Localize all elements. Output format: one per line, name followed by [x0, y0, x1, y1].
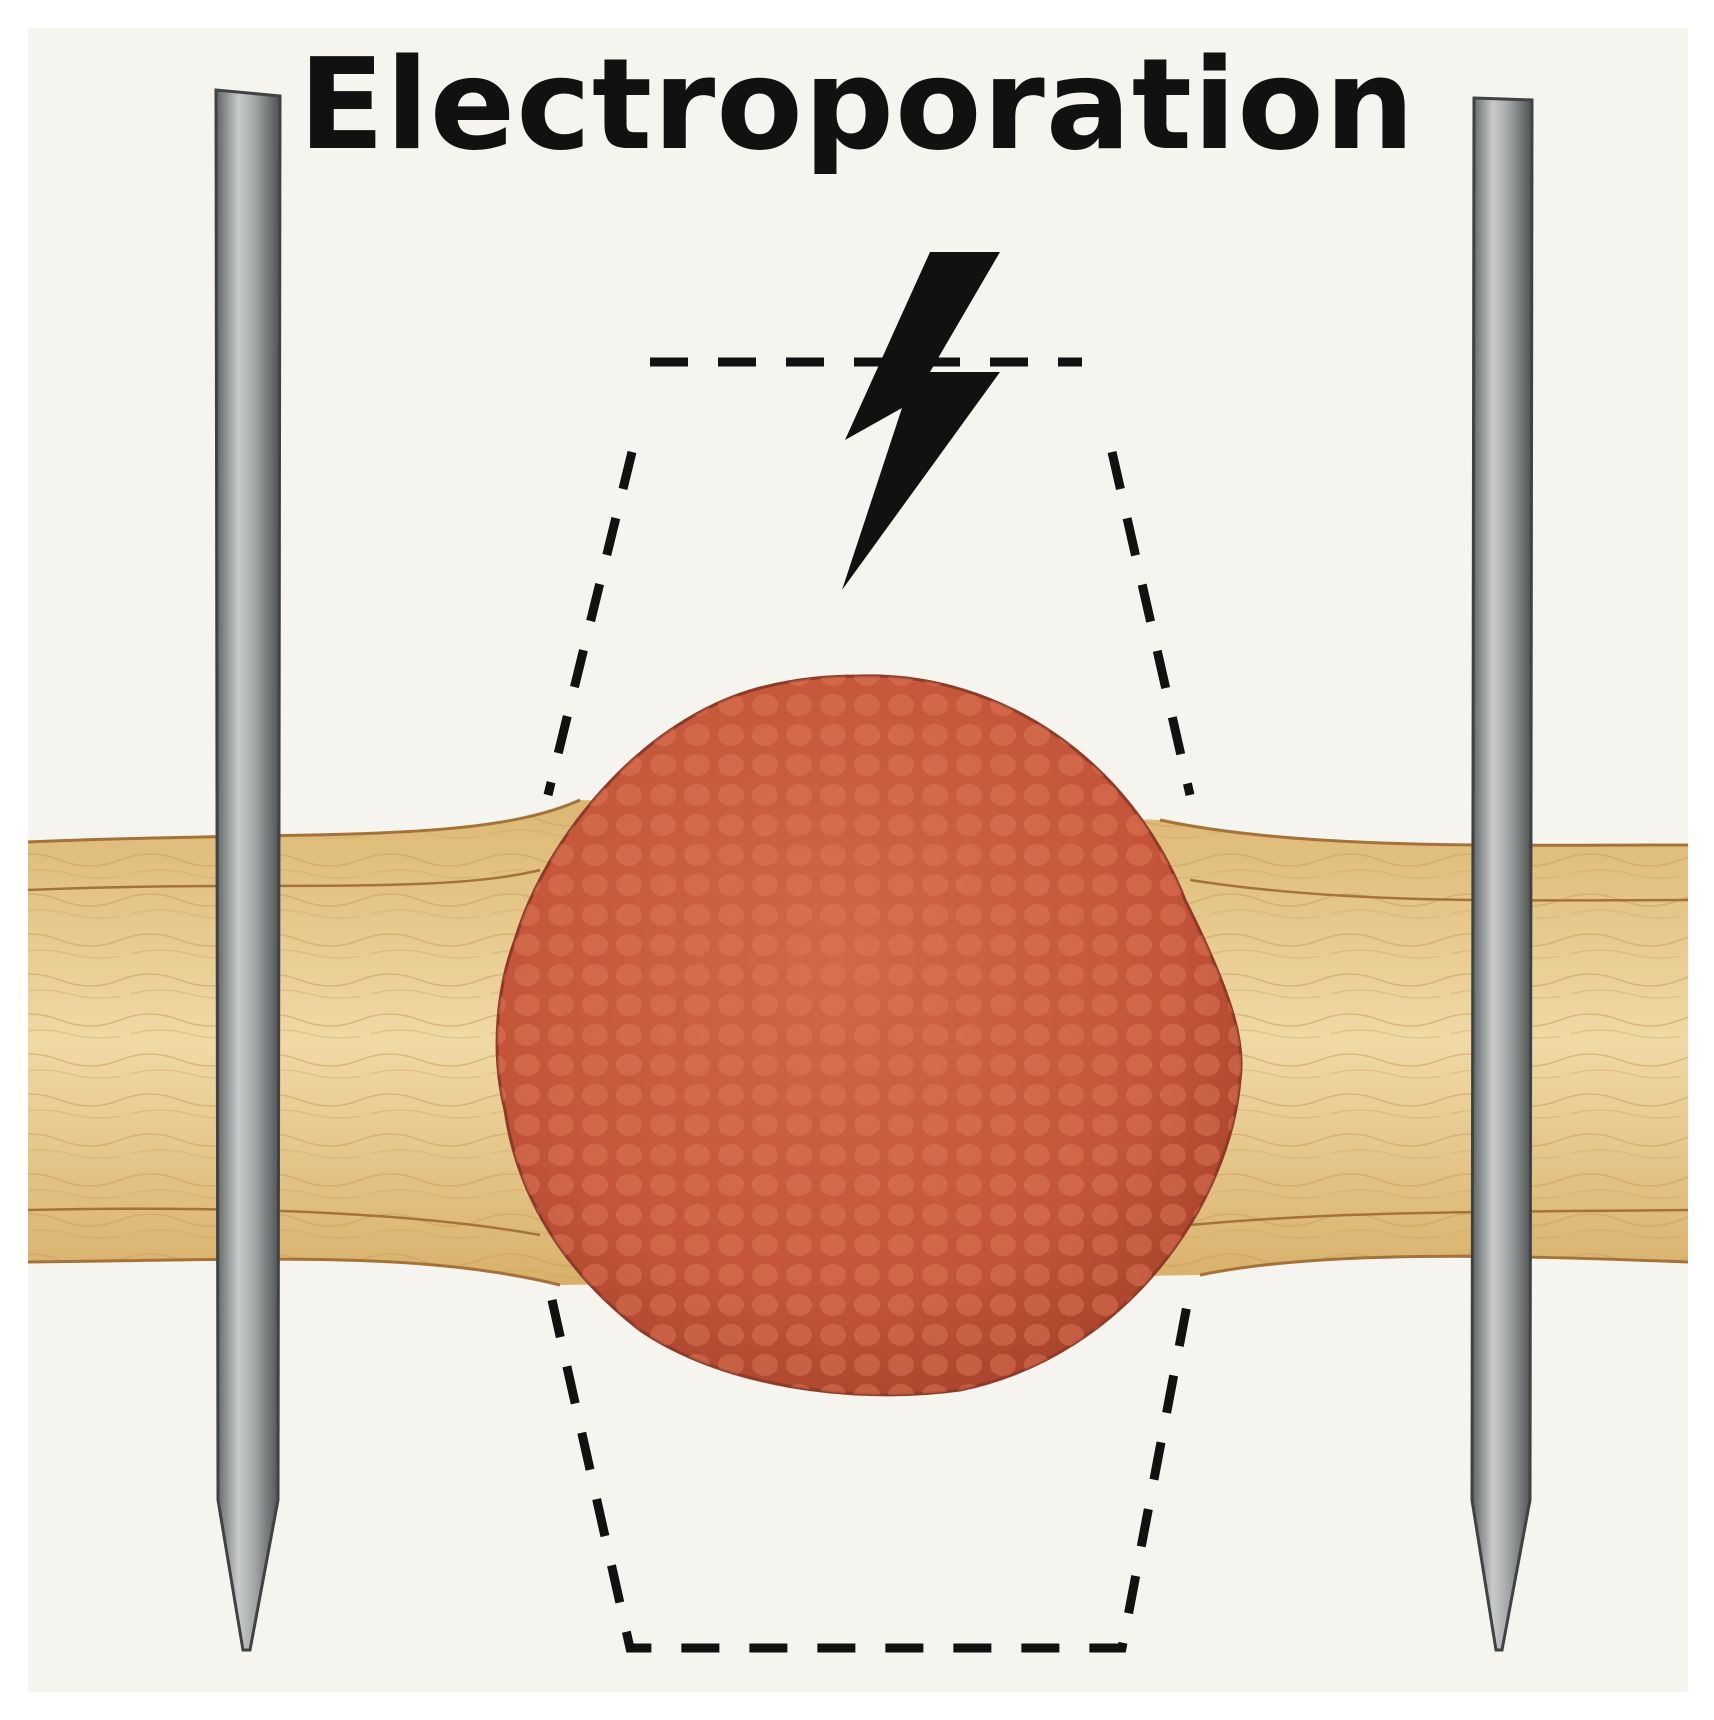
tumor [495, 674, 1243, 1397]
treatment-zone-outline [543, 357, 1195, 1653]
lightning-bolt-icon [842, 252, 1000, 590]
diagram-title: Electroporation [298, 31, 1416, 178]
left-electrode-needle [214, 88, 282, 1652]
right-electrode-needle [1470, 96, 1534, 1652]
